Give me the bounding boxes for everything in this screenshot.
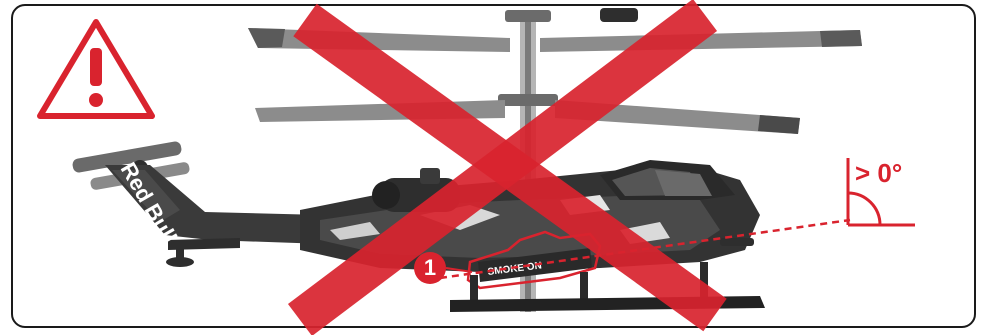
callout-number-badge: 1 [414,252,446,284]
angle-label: > 0° [855,158,902,189]
warning-triangle-icon [40,22,152,116]
